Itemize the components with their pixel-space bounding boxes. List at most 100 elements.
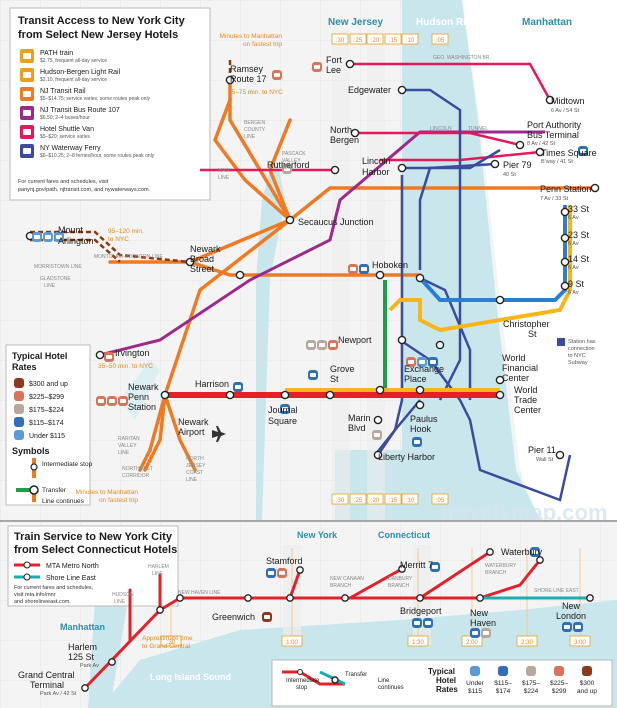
legend-name: Hotel Shuttle Van — [40, 126, 94, 133]
ct-rate-label: $175– — [522, 680, 540, 687]
minute-box-frame — [366, 493, 384, 505]
hotel-icon — [14, 378, 24, 388]
ct-lbl-danbury-1: DANBURY — [388, 576, 413, 582]
station-dot-harrison — [225, 390, 235, 400]
bed-icon — [419, 360, 425, 364]
ct-label-new-haven-1: New — [470, 608, 489, 618]
lbl-main-1: MAIN — [218, 168, 231, 174]
ct-station-dot-new-haven — [476, 594, 484, 602]
subway-note-icon — [557, 338, 565, 346]
symbol-transfer: Transfer — [42, 487, 67, 494]
ct-legend-red — [282, 670, 345, 686]
ct-station-dot-junction — [156, 606, 164, 614]
label-ramsey-time: 55–75 min. to NYC — [228, 89, 283, 96]
minute-box-0: :30 — [331, 493, 349, 505]
edgewater-ferry — [402, 88, 462, 401]
ct-legend-line-1: Line — [378, 678, 390, 684]
minute-box-1: :25 — [349, 493, 367, 505]
bed-icon — [564, 625, 570, 629]
rate-item-3: $115–$174 — [14, 417, 64, 427]
label-9st: 9 St — [568, 279, 585, 289]
ct-label-new-haven-2: Haven — [470, 618, 496, 628]
bed-icon — [580, 149, 586, 153]
label-ramsey-2: Route 17 — [230, 74, 267, 84]
ct-legend-line-2: continues — [378, 685, 404, 691]
lbl-gladstone-1: GLADSTONE — [40, 276, 71, 282]
ct-station-dot-harlem — [108, 658, 116, 666]
ct-label-new-london-2: London — [556, 611, 586, 621]
bed-icon — [330, 343, 336, 347]
lbl-raritan-1: RARITAN — [118, 436, 140, 442]
minute-box-label: :25 — [354, 498, 363, 504]
station-dot-9st — [560, 281, 570, 291]
legend-detail: $6–$10.25; 2–8 ferries/hour, some routes… — [40, 153, 155, 159]
ct-label-gct-sub: Park Av / 42 St — [40, 691, 77, 697]
label-exchange-2: Place — [404, 374, 427, 384]
station-dot-wtc — [495, 390, 505, 400]
station-dot-rutherford — [330, 165, 340, 175]
label-penn-station: Penn Station — [540, 184, 592, 194]
ct-lbl-hudson-1: HUDSON — [112, 592, 134, 598]
bed-icon — [350, 267, 356, 271]
label-hoboken: Hoboken — [372, 260, 408, 270]
lbl-northeast-2: CORRIDOR — [122, 473, 150, 479]
station-dot-14st — [560, 257, 570, 267]
minute-box-frame — [349, 493, 367, 505]
north-bergen-shuttle — [355, 131, 521, 147]
ct-tick-label: 1:30 — [412, 640, 424, 646]
lbl-northeast-1: NORTHEAST — [122, 466, 153, 472]
station-dot-edgewater — [397, 85, 407, 95]
raritan-line-path — [138, 393, 167, 472]
label-irvington-time: 35–50 min. to NYC — [98, 363, 153, 370]
label-rutherford: Rutherford — [267, 160, 310, 170]
nj-to-penn-path — [288, 186, 597, 222]
minute-box-frame — [401, 493, 419, 505]
bed-icon — [408, 360, 414, 364]
rates-title-1: Typical Hotel — [12, 351, 67, 361]
station-dot-wfc — [495, 375, 505, 385]
label-newport: Newport — [338, 335, 372, 345]
minute-box-label: :15 — [389, 38, 398, 44]
ct-legend-transfer: Transfer — [345, 672, 367, 678]
ct-station-dot-merritt — [398, 565, 406, 573]
subway-note-1: Station has — [568, 339, 596, 345]
bed-icon — [310, 373, 316, 377]
minute-box-frame — [331, 493, 349, 505]
label-paulus-1: Paulus — [410, 414, 438, 424]
minute-box-5: :05 — [431, 33, 449, 45]
minute-box-3: :15 — [384, 33, 402, 45]
minute-box-frame — [349, 33, 367, 45]
station-dot-grove — [375, 385, 385, 395]
ct-region-ny: New York — [297, 530, 338, 540]
minute-box-label: :05 — [436, 498, 445, 504]
ct-label-harlem-sub: Park Av — [80, 663, 99, 669]
ct-label-bridgeport: Bridgeport — [400, 606, 442, 616]
bed-icon — [472, 631, 478, 635]
coast-line-path — [163, 393, 197, 472]
lbl-coast-3: COAST — [186, 470, 203, 476]
ct-station-dot-stamford — [286, 594, 294, 602]
ct-region-manhattan: Manhattan — [60, 622, 105, 632]
ct-label-gct-1: Grand Central — [18, 670, 75, 680]
label-newark-broad-1: Newark — [190, 244, 221, 254]
station-dot-mid-stop — [325, 390, 335, 400]
station-dot-marin — [373, 415, 383, 425]
bed-icon — [575, 625, 581, 629]
station-dot-midtown — [545, 95, 555, 105]
lbl-bergen-3: LINE — [244, 134, 256, 140]
legend-name: NY Waterway Ferry — [40, 145, 101, 152]
label-wtc-3: Center — [514, 405, 541, 415]
label-midtown-sub: 6 Av / 54 St — [551, 108, 580, 114]
ct-rate-label: Under — [466, 680, 485, 687]
bed-icon — [414, 621, 420, 625]
rate-label: $225–$299 — [29, 394, 64, 401]
bed-icon — [374, 433, 380, 437]
legend-item-1: Hudson-Bergen Light Rail$2.10, frequent … — [20, 68, 121, 83]
legend-detail: $2.10, frequent all-day service — [40, 77, 107, 83]
station-dot-ramsey — [225, 75, 235, 85]
airplane-icon — [212, 426, 226, 442]
station-dot-lincoln-harbor — [397, 163, 407, 173]
waterbury-branch-path — [418, 550, 492, 600]
minute-box-label: :05 — [436, 38, 445, 44]
bed-icon — [284, 167, 290, 171]
